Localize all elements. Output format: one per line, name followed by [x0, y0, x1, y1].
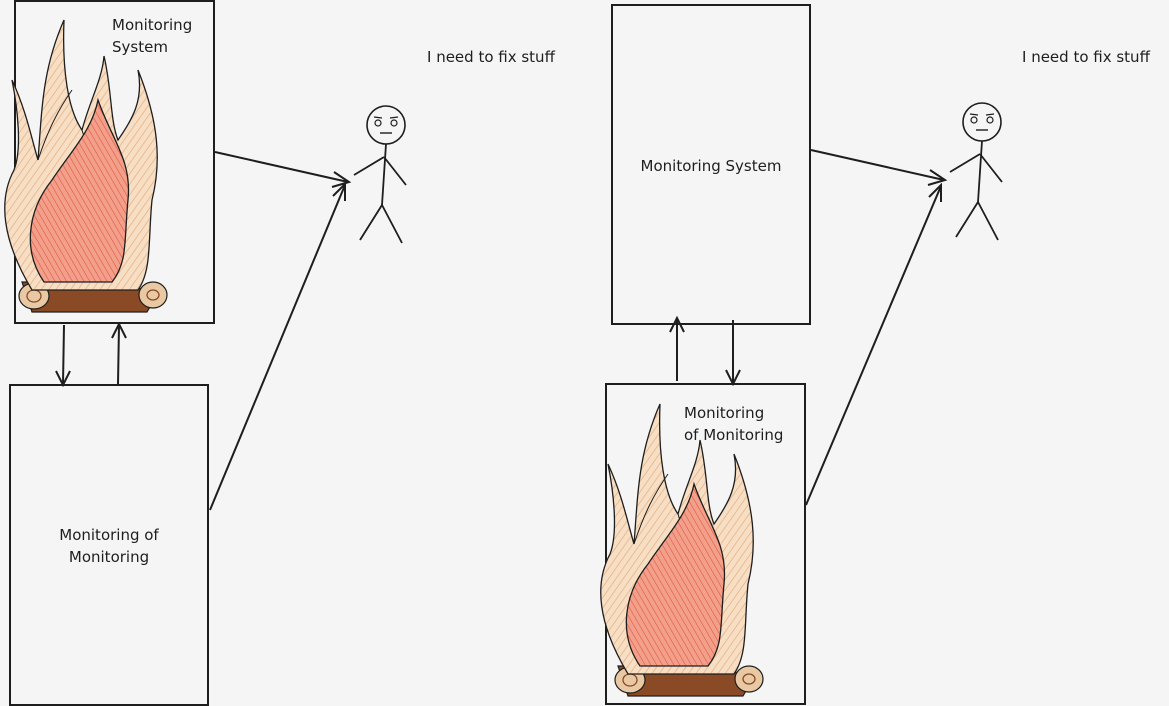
- left-panel: [4, 0, 407, 706]
- right-arrow-system-to-mom: [725, 320, 741, 387]
- right-person-icon: [949, 102, 1003, 241]
- right-person-caption: I need to fix stuff: [1022, 48, 1150, 66]
- right-arrow-system-to-person: [810, 149, 948, 186]
- left-arrow-system-to-mom: [55, 324, 71, 388]
- left-mom-label: Monitoring of Monitoring: [59, 526, 159, 566]
- right-system-label: Monitoring System: [640, 157, 782, 175]
- right-panel: [600, 4, 1003, 705]
- left-system-box[interactable]: [14, 0, 215, 324]
- left-arrow-mom-to-person: [209, 181, 346, 511]
- right-mom-label: Monitoring of Monitoring: [684, 404, 784, 444]
- left-person-caption: I need to fix stuff: [427, 48, 555, 66]
- right-system-box[interactable]: [611, 4, 811, 325]
- left-fire-icon: [4, 19, 168, 313]
- right-fire-icon: [600, 403, 764, 697]
- right-arrow-mom-to-system: [669, 315, 685, 381]
- left-system-label: Monitoring System: [112, 16, 193, 56]
- left-arrow-mom-to-system: [111, 321, 127, 385]
- left-mom-box[interactable]: [9, 384, 209, 706]
- left-person-icon: [353, 105, 407, 244]
- right-arrow-mom-to-person: [805, 182, 942, 506]
- left-arrow-system-to-person: [214, 151, 352, 188]
- right-mom-box[interactable]: [605, 383, 806, 705]
